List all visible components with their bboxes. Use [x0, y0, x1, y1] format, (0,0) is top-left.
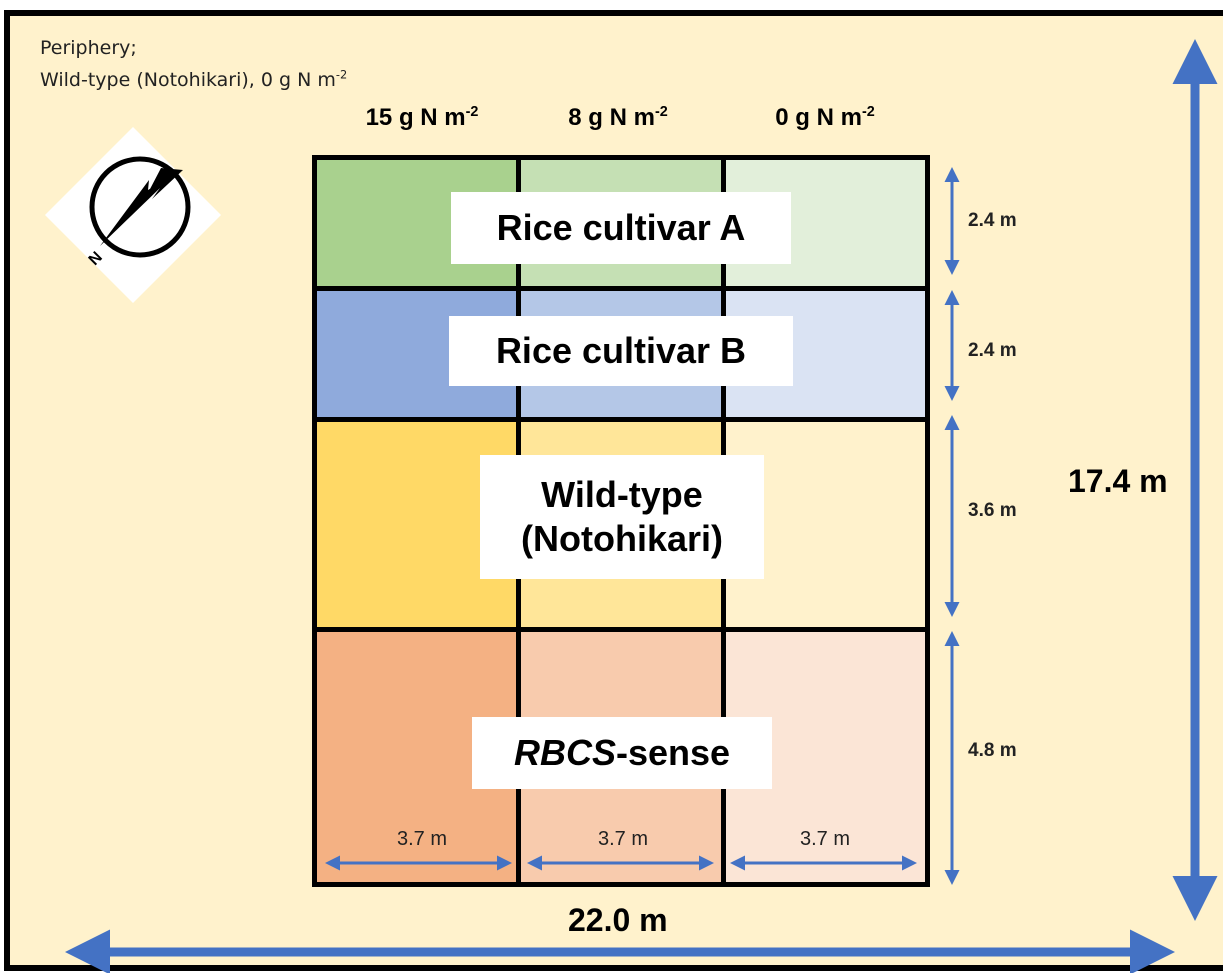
column-header-15-text: 15 g N m — [365, 104, 466, 131]
row-label-cultivar-b-text: Rice cultivar B — [495, 330, 747, 371]
periphery-line2-text: Wild-type (Notohikari), 0 g N m — [40, 69, 336, 91]
col-width-15: 3.7 m — [396, 828, 448, 850]
col-width-0: 3.7 m — [799, 828, 851, 850]
row-label-rbcs-rest: -sense — [615, 732, 731, 773]
column-header-15: 15 g N m-2 — [322, 104, 522, 132]
row-label-rbcs-sense: RBCS-sense — [472, 717, 772, 789]
column-header-8-text: 8 g N m — [568, 104, 655, 131]
row-height-a: 2.4 m — [968, 210, 1017, 231]
periphery-line2: Wild-type (Notohikari), 0 g N m-2 — [40, 64, 347, 96]
periphery-line2-sup: -2 — [335, 67, 348, 82]
row-label-wild-type: Wild-type (Notohikari) — [480, 455, 764, 579]
row-label-cultivar-a: Rice cultivar A — [451, 192, 791, 264]
column-header-15-sup: -2 — [465, 104, 479, 120]
column-header-0: 0 g N m-2 — [725, 104, 925, 132]
column-header-0-text: 0 g N m — [775, 104, 862, 131]
row-height-rbcs: 4.8 m — [968, 740, 1017, 761]
row-label-wild-type-line2: (Notohikari) — [521, 518, 723, 559]
periphery-line1: Periphery; — [40, 37, 137, 59]
row-label-cultivar-b: Rice cultivar B — [449, 316, 793, 386]
row-label-wild-type-line1: Wild-type — [541, 474, 703, 515]
col-width-8: 3.7 m — [597, 828, 649, 850]
row-label-cultivar-a-text: Rice cultivar A — [496, 207, 746, 248]
column-header-8: 8 g N m-2 — [518, 104, 718, 132]
total-height-label: 17.4 m — [1068, 463, 1168, 499]
column-header-8-sup: -2 — [654, 104, 668, 120]
compass-icon: N — [45, 127, 221, 303]
row-height-b: 2.4 m — [968, 340, 1017, 361]
periphery-note: Periphery; Wild-type (Notohikari), 0 g N… — [40, 32, 347, 96]
row-height-wt: 3.6 m — [968, 500, 1017, 521]
column-header-0-sup: -2 — [861, 104, 875, 120]
row-label-rbcs-italic: RBCS — [513, 732, 616, 773]
